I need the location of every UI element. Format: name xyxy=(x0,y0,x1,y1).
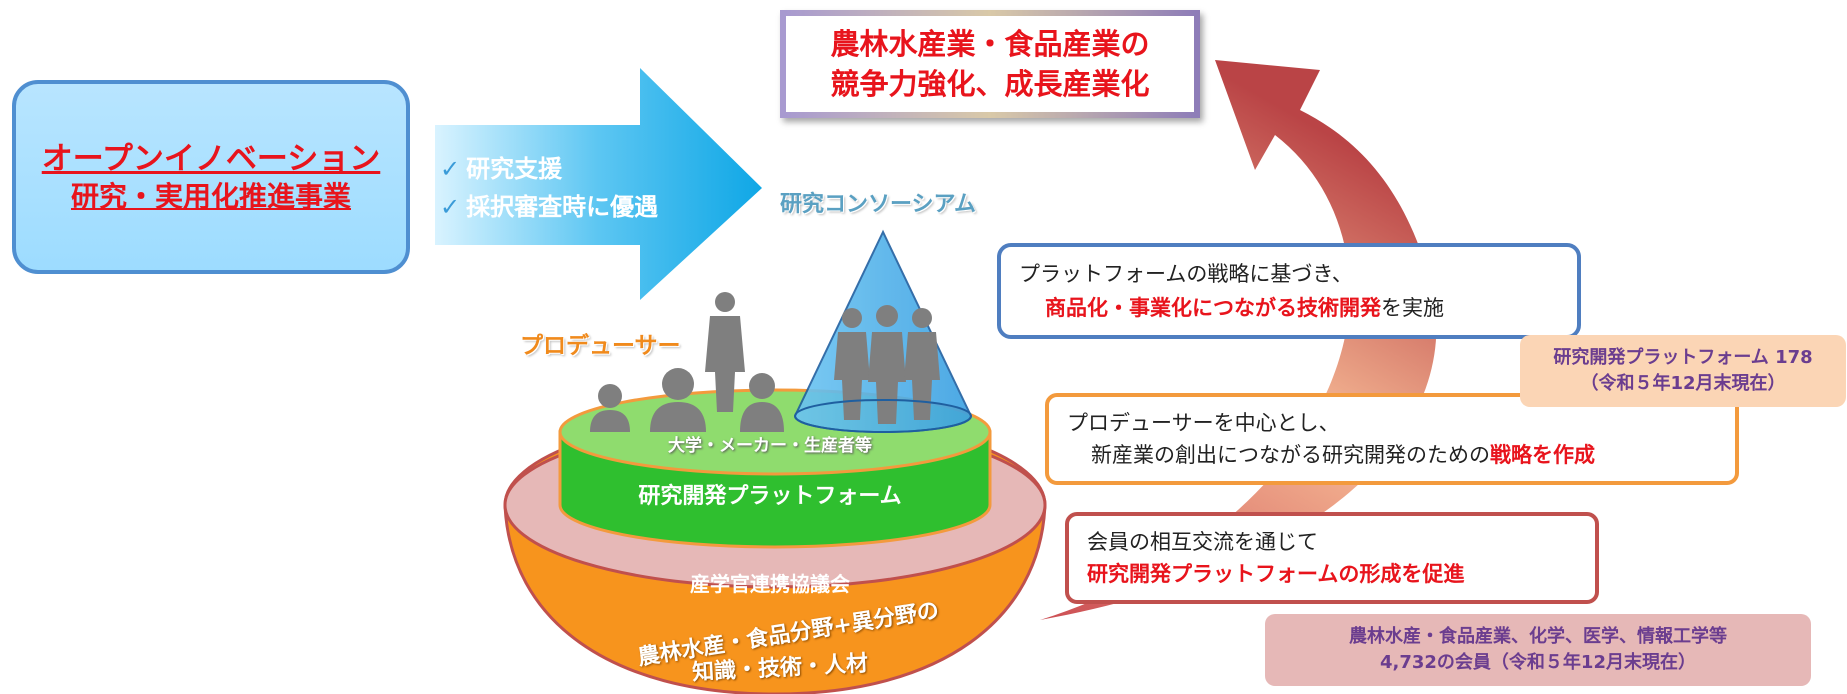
member-exchange-line1: 会員の相互交流を通じて xyxy=(1087,530,1318,554)
tech-development-highlight: 商品化・事業化につながる技術開発 xyxy=(1045,296,1381,320)
support-list: ✓研究支援 ✓採択審査時に優遇 xyxy=(440,150,658,226)
goal-line2: 競争力強化、成長産業化 xyxy=(830,67,1150,101)
platform-name-label: 研究開発プラットフォーム xyxy=(638,484,902,509)
check-icon: ✓ xyxy=(440,193,461,221)
member-exchange-box: 会員の相互交流を通じて 研究開発プラットフォームの形成を促進 xyxy=(1065,512,1599,604)
producer-people-icons xyxy=(590,292,784,432)
platform-members-label: 大学・メーカー・生産者等 xyxy=(668,436,872,456)
producer-label: プロデューサー xyxy=(520,333,681,359)
program-title-line2: 研究・実用化推進事業 xyxy=(70,179,351,213)
consortium-label: 研究コンソーシアム xyxy=(780,192,977,217)
program-title-line1: オープンイノベーション xyxy=(41,140,381,177)
consortium-people-icons xyxy=(834,305,940,424)
member-count-badge: 農林水産・食品産業、化学、医学、情報工学等 4,732の会員（令和５年12月末現… xyxy=(1265,614,1811,686)
platform-count-badge: 研究開発プラットフォーム 178 （令和５年12月末現在） xyxy=(1520,335,1846,407)
platform-count-line1: 研究開発プラットフォーム 178 xyxy=(1553,347,1813,368)
strategy-creation-line1: プロデューサーを中心とし、 xyxy=(1067,411,1340,435)
goal-line1: 農林水産業・食品産業の xyxy=(830,27,1150,61)
member-count-line1: 農林水産・食品産業、化学、医学、情報工学等 xyxy=(1349,626,1727,647)
strategy-creation-highlight: 戦略を作成 xyxy=(1490,443,1595,467)
program-box: オープンイノベーション 研究・実用化推進事業 xyxy=(12,80,410,274)
strategy-creation-box: プロデューサーを中心とし、 新産業の創出につながる研究開発のための戦略を作成 xyxy=(1045,393,1739,485)
tech-development-rest: を実施 xyxy=(1381,296,1444,320)
tech-development-box: プラットフォームの戦略に基づき、 商品化・事業化につながる技術開発を実施 xyxy=(997,243,1581,339)
strategy-creation-plain: 新産業の創出につながる研究開発のための xyxy=(1091,443,1490,467)
support-arrow xyxy=(435,68,762,300)
goal-box: 農林水産業・食品産業の 競争力強化、成長産業化 xyxy=(780,10,1200,118)
support-item: ✓研究支援 xyxy=(440,155,563,183)
tech-development-line1: プラットフォームの戦略に基づき、 xyxy=(1019,262,1353,286)
member-exchange-highlight: 研究開発プラットフォームの形成を促進 xyxy=(1087,562,1465,586)
council-name-label: 産学官連携協議会 xyxy=(690,572,850,596)
member-count-line2: 4,732の会員（令和５年12月末現在） xyxy=(1380,652,1696,673)
support-item: ✓採択審査時に優遇 xyxy=(440,193,659,221)
check-icon: ✓ xyxy=(440,155,461,183)
platform-count-line2: （令和５年12月末現在） xyxy=(1580,373,1786,394)
